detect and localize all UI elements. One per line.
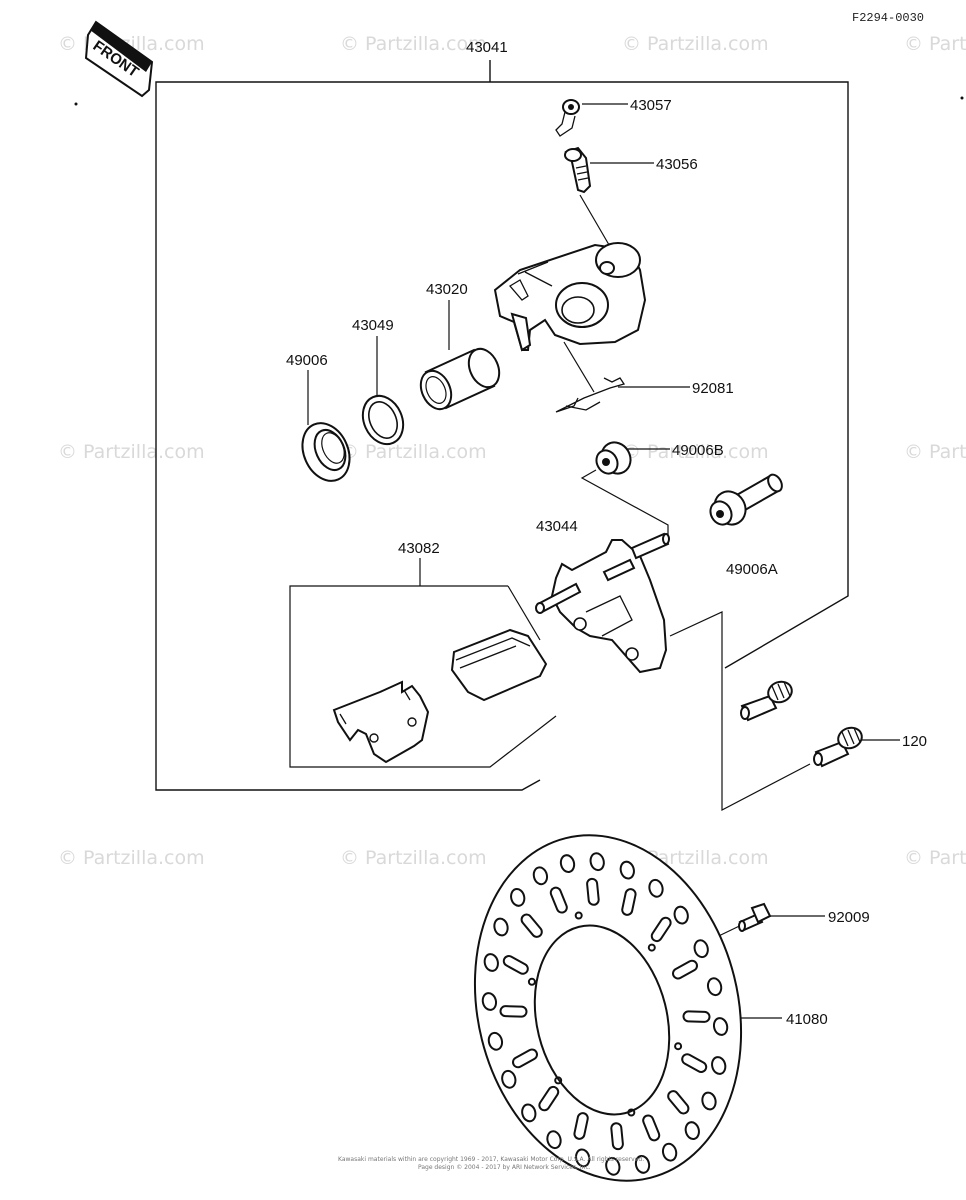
disc-hole xyxy=(648,878,664,898)
watermarks: © Partzilla.com © Partzilla.com © Partzi… xyxy=(58,33,966,869)
disc-slot xyxy=(549,886,568,914)
disc-slot xyxy=(573,1112,589,1140)
label-43082: 43082 xyxy=(398,540,440,557)
label-41080: 41080 xyxy=(786,1011,828,1028)
diagram-code: F2294-0030 xyxy=(852,11,924,25)
disc-slot xyxy=(586,877,600,906)
bleeder-cap-icon xyxy=(555,99,580,137)
disc-hole xyxy=(701,1091,717,1111)
label-43057: 43057 xyxy=(630,97,672,114)
disc-hole xyxy=(712,1017,729,1036)
label-92081: 92081 xyxy=(692,380,734,397)
brake-pads-icon xyxy=(332,628,548,764)
disc-slot xyxy=(681,1053,708,1073)
disc-mount-hole xyxy=(554,1076,563,1085)
disc-hole xyxy=(661,1142,678,1162)
watermark: © Partzilla.com xyxy=(58,847,205,869)
disc-mount-hole xyxy=(647,943,656,952)
caliper-bracket-icon xyxy=(535,532,670,674)
watermark: © Part xyxy=(904,33,966,55)
disc-hole xyxy=(575,1148,591,1168)
disc-hole xyxy=(483,953,499,972)
label-49006b: 49006B xyxy=(672,442,724,459)
bracket-bolt-icon xyxy=(813,726,863,768)
disc-slot xyxy=(650,916,672,943)
watermark: © Partzilla.com xyxy=(340,441,487,463)
watermark: © Part xyxy=(904,847,966,869)
caliper-body-icon xyxy=(493,242,647,352)
disc-slot xyxy=(520,913,543,938)
disc-hole xyxy=(487,1031,504,1051)
label-43020: 43020 xyxy=(426,281,468,298)
leader-lines xyxy=(289,103,900,1019)
label-43041: 43041 xyxy=(466,39,508,56)
label-43049: 43049 xyxy=(352,317,394,334)
watermark: © Part xyxy=(904,441,966,463)
disc-bolt-icon xyxy=(738,902,772,932)
disc-slot xyxy=(621,888,637,916)
disc-hole xyxy=(605,1156,621,1176)
watermark: © Partzilla.com xyxy=(340,33,487,55)
disc-slot xyxy=(667,1090,690,1115)
disc-slot xyxy=(672,959,698,980)
disc-slot xyxy=(512,1048,538,1069)
disc-mount-hole xyxy=(527,977,536,986)
bleeder-valve-icon xyxy=(564,146,592,194)
disc-hole xyxy=(619,860,635,880)
label-43044: 43044 xyxy=(536,518,578,535)
disc-hole xyxy=(589,852,605,872)
piston-icon xyxy=(419,347,501,411)
disc-slot xyxy=(538,1085,560,1112)
watermark: © Partzilla.com xyxy=(58,441,205,463)
disc-slot xyxy=(682,1010,711,1023)
disc-mount-hole xyxy=(627,1108,636,1117)
disc-hole xyxy=(559,854,576,873)
label-49006a: 49006A xyxy=(726,561,778,578)
disc-slot xyxy=(499,1005,528,1018)
disc-mount-hole xyxy=(674,1042,683,1051)
slide-pin-icon xyxy=(709,473,783,526)
label-49006: 49006 xyxy=(286,352,328,369)
disc-hole xyxy=(706,977,723,997)
bracket-bolt-icon xyxy=(740,680,793,722)
piston-seal-icon xyxy=(361,394,405,446)
disc-hole xyxy=(711,1056,727,1075)
copyright-line: Kawasaki materials within are copyright … xyxy=(338,1156,644,1163)
disc-hole xyxy=(532,866,549,886)
caliper-assembly-outline xyxy=(155,60,849,791)
part-labels: 43041 43057 43056 43020 43049 49006 9208… xyxy=(286,39,927,1028)
disc-hole xyxy=(546,1130,562,1150)
pad-spring-icon xyxy=(555,377,626,413)
disc-hole xyxy=(510,888,526,907)
pin-boot-icon xyxy=(595,441,632,475)
watermark: © Partzilla.com xyxy=(622,33,769,55)
copyright-footer: Kawasaki materials within are copyright … xyxy=(338,1156,644,1171)
disc-hole xyxy=(693,939,709,959)
disc-mount-hole xyxy=(574,911,583,920)
disc-hole xyxy=(493,917,509,937)
brake-disc-icon xyxy=(473,834,743,1182)
disc-slot xyxy=(610,1122,624,1151)
label-120: 120 xyxy=(902,733,927,750)
watermark: © Partzilla.com xyxy=(622,441,769,463)
disc-hole xyxy=(634,1155,651,1174)
disc-hole xyxy=(684,1121,700,1140)
watermark: © Partzilla.com xyxy=(340,847,487,869)
disc-hole xyxy=(501,1069,517,1089)
disc-hole xyxy=(481,992,498,1011)
disc-slot xyxy=(642,1114,661,1142)
label-92009: 92009 xyxy=(828,909,870,926)
disc-hole xyxy=(673,905,689,925)
copyright-line: Page design © 2004 - 2017 by ARI Network… xyxy=(418,1164,591,1171)
label-43056: 43056 xyxy=(656,156,698,173)
dust-seal-icon xyxy=(301,422,351,482)
disc-slot xyxy=(502,955,529,975)
disc-hole xyxy=(521,1103,537,1123)
